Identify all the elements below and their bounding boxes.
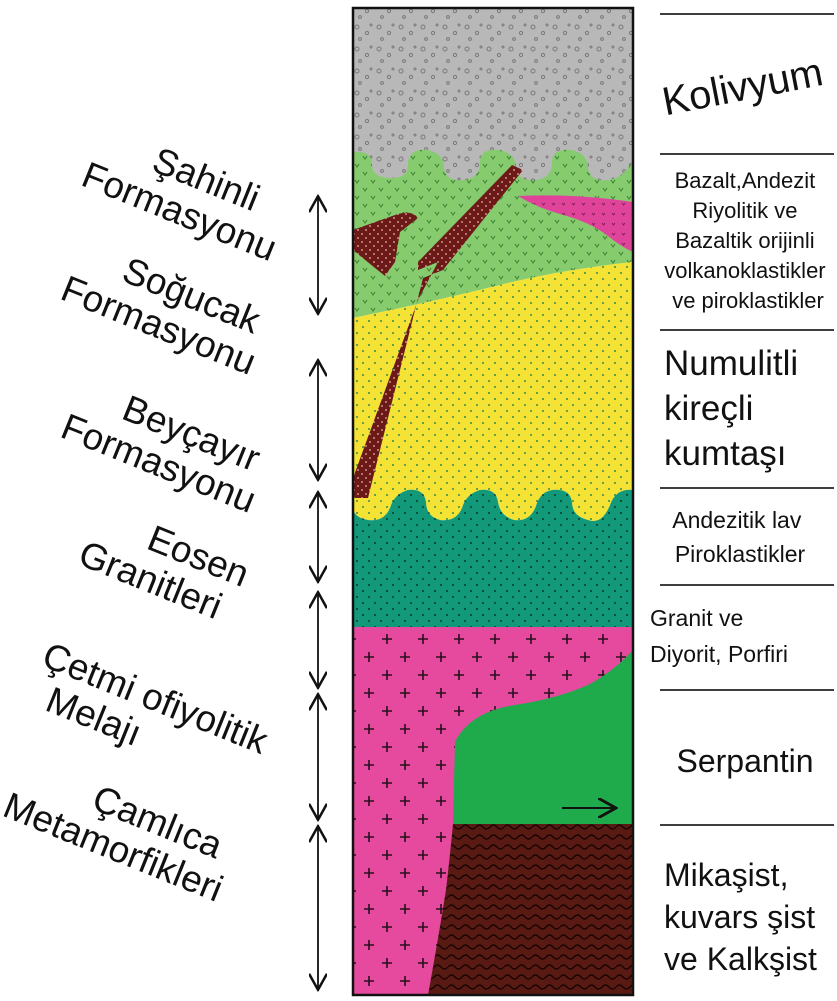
formation-label-camlica: Çamlıca Metamorfikleri	[0, 747, 244, 909]
layer-metamorphic	[428, 824, 633, 995]
lithology-label-volcanics: Bazalt,Andezit Riyolitik ve Bazaltik ori…	[664, 168, 832, 313]
lithology-label-andesite: Andezitik lav Piroklastikler	[672, 507, 808, 567]
formation-label-sahinli: Şahinli Formasyonu	[76, 117, 297, 269]
formation-label-cetmi: Çetmi ofiyolitik Melajı	[22, 634, 283, 802]
lithology-label-serpentine: Serpantin	[677, 743, 814, 779]
lithology-label-granite: Granit ve Diyorit, Porfiri	[650, 605, 788, 667]
stratigraphic-column	[353, 8, 633, 995]
formation-labels: Şahinli Formasyonu Soğucak Formasyonu Be…	[0, 117, 297, 910]
formation-label-beycayir: Beyçayır Formasyonu	[56, 369, 277, 521]
lithology-label-colluvium: Kolivyum	[659, 50, 827, 124]
lithology-label-sandstone: Numulitli kireçli kumtaşı	[664, 344, 808, 473]
formation-label-eosen: Eosen Granitleri	[73, 496, 264, 636]
lithology-label-metamorphic: Mikaşist, kuvars şist ve Kalkşist	[664, 857, 824, 977]
